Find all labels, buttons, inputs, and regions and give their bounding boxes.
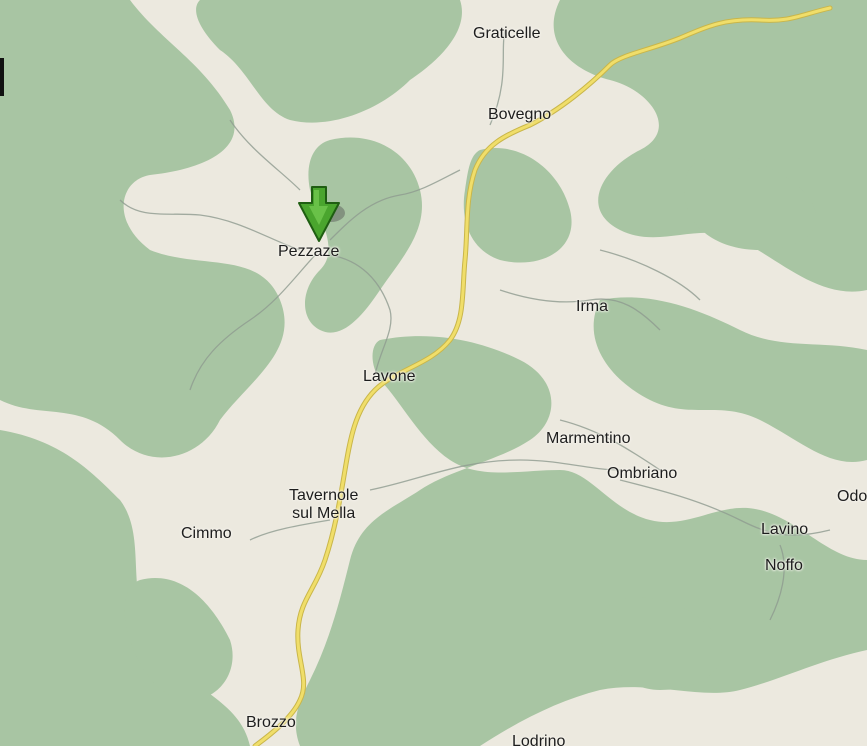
place-label-lavone[interactable]: Lavone: [363, 368, 416, 385]
minor-roads: [119, 29, 831, 621]
place-label-irma[interactable]: Irma: [576, 298, 608, 315]
forest-area-west: [0, 0, 285, 458]
forest-area-west-lower: [0, 430, 250, 746]
place-label-bovegno[interactable]: Bovegno: [488, 106, 552, 123]
place-label-pezzaze[interactable]: Pezzaze: [278, 243, 340, 260]
place-label-tavernole-line2: sul Mella: [292, 505, 356, 522]
green-arrow-marker-icon[interactable]: [297, 185, 347, 247]
place-label-cimmo[interactable]: Cimmo: [181, 525, 232, 542]
marker-highlight: [309, 190, 328, 225]
forest-area-center-north: [463, 148, 572, 263]
place-label-ombriano[interactable]: Ombriano: [607, 465, 678, 482]
place-label-odo[interactable]: Odo: [837, 488, 867, 505]
place-label-lavino[interactable]: Lavino: [761, 521, 809, 538]
place-label-brozzo[interactable]: Brozzo: [246, 714, 296, 731]
place-label-noffo[interactable]: Noffo: [765, 557, 803, 574]
map-edge-control: [0, 58, 4, 96]
forest-area-east: [593, 297, 867, 462]
main-road: [252, 5, 833, 746]
forest-area-east-central: [684, 157, 817, 250]
place-label-tavernole-line1: Tavernole: [289, 487, 359, 504]
forest-area-southwest: [124, 578, 233, 700]
place-label-tavernole[interactable]: Tavernole sul Mella: [289, 487, 358, 523]
place-label-lodrino[interactable]: Lodrino: [512, 733, 566, 746]
forest-area-north-central: [305, 137, 422, 333]
place-label-marmentino[interactable]: Marmentino: [546, 430, 631, 447]
place-label-graticelle[interactable]: Graticelle: [473, 25, 541, 42]
forest-area-north: [196, 0, 462, 123]
forest-area-center: [295, 336, 867, 746]
forest-area-southeast: [598, 597, 722, 690]
